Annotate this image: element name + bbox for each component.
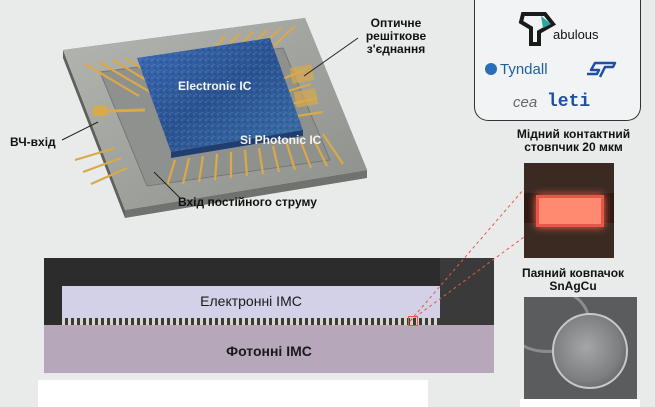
rf-input-label: ВЧ-вхід [10, 135, 56, 149]
solder-cap-line1: Паяний ковпачок [521, 266, 625, 280]
electronic-imc-layer [62, 286, 440, 318]
bump-row [62, 318, 440, 325]
optical-grating-line2: решіткове [365, 29, 427, 43]
optical-grating-line3: з'єднання [366, 42, 426, 56]
package-illustration [55, 10, 375, 220]
copper-pillar-micrograph [524, 163, 614, 258]
fabulous-mark-icon [518, 12, 557, 46]
copper-pillar-line2: стовпчик 20 мкм [524, 140, 623, 154]
cea-leti-logo: cea leti [513, 92, 623, 114]
solder-cap-sem [524, 297, 637, 399]
rf-input-leader [60, 120, 100, 142]
right-dark-wedge [440, 258, 494, 325]
cross-section-micrograph [44, 258, 494, 373]
bottom-white-panel [38, 380, 428, 407]
dc-input-leader [150, 170, 190, 200]
tyndall-globe-icon [485, 63, 497, 75]
electronic-ic-label: Electronic IC [178, 79, 252, 93]
electronic-imc-label: Електронні IMC [200, 293, 302, 309]
package-drawing [63, 18, 367, 218]
partner-logos-box: abulous Tyndall cea leti [474, 0, 641, 121]
photonic-ic-label: Si Photonic IC [240, 133, 322, 147]
dc-input-label: Вхід постійного струму [178, 195, 317, 209]
leti-text: leti [547, 92, 591, 112]
cea-text: cea [513, 94, 538, 111]
solder-cap-label: Паяний ковпачок SnAgCu [498, 267, 648, 293]
copper-pillar-label: Мідний контактний стовпчик 20 мкм [492, 128, 655, 154]
copper-pillar-line1: Мідний контактний [516, 127, 631, 141]
tyndall-text: Tyndall [500, 61, 548, 78]
zoom-lines [400, 185, 530, 325]
st-logo-icon [587, 61, 617, 78]
st-logo [583, 60, 619, 80]
photonic-imc-layer [44, 325, 494, 373]
fabulous-text: abulous [553, 27, 599, 42]
solder-cap-bump [552, 313, 628, 389]
fabulous-logo: abulous [517, 10, 637, 50]
photonic-imc-label: Фотонні IMC [226, 343, 312, 359]
optical-grating-line1: Оптичне [370, 16, 422, 30]
grating-coupler [289, 64, 319, 108]
copper-pillar-glow [536, 195, 604, 227]
solder-cap-line2: SnAgCu [549, 279, 597, 293]
tyndall-logo: Tyndall [485, 60, 565, 80]
sem-bottom-strip [520, 399, 640, 407]
rf-pad [93, 106, 107, 116]
optical-grating-label: Оптичне решіткове з'єднання [350, 17, 442, 56]
zoom-marker [408, 316, 418, 326]
optical-grating-leader [300, 36, 360, 80]
